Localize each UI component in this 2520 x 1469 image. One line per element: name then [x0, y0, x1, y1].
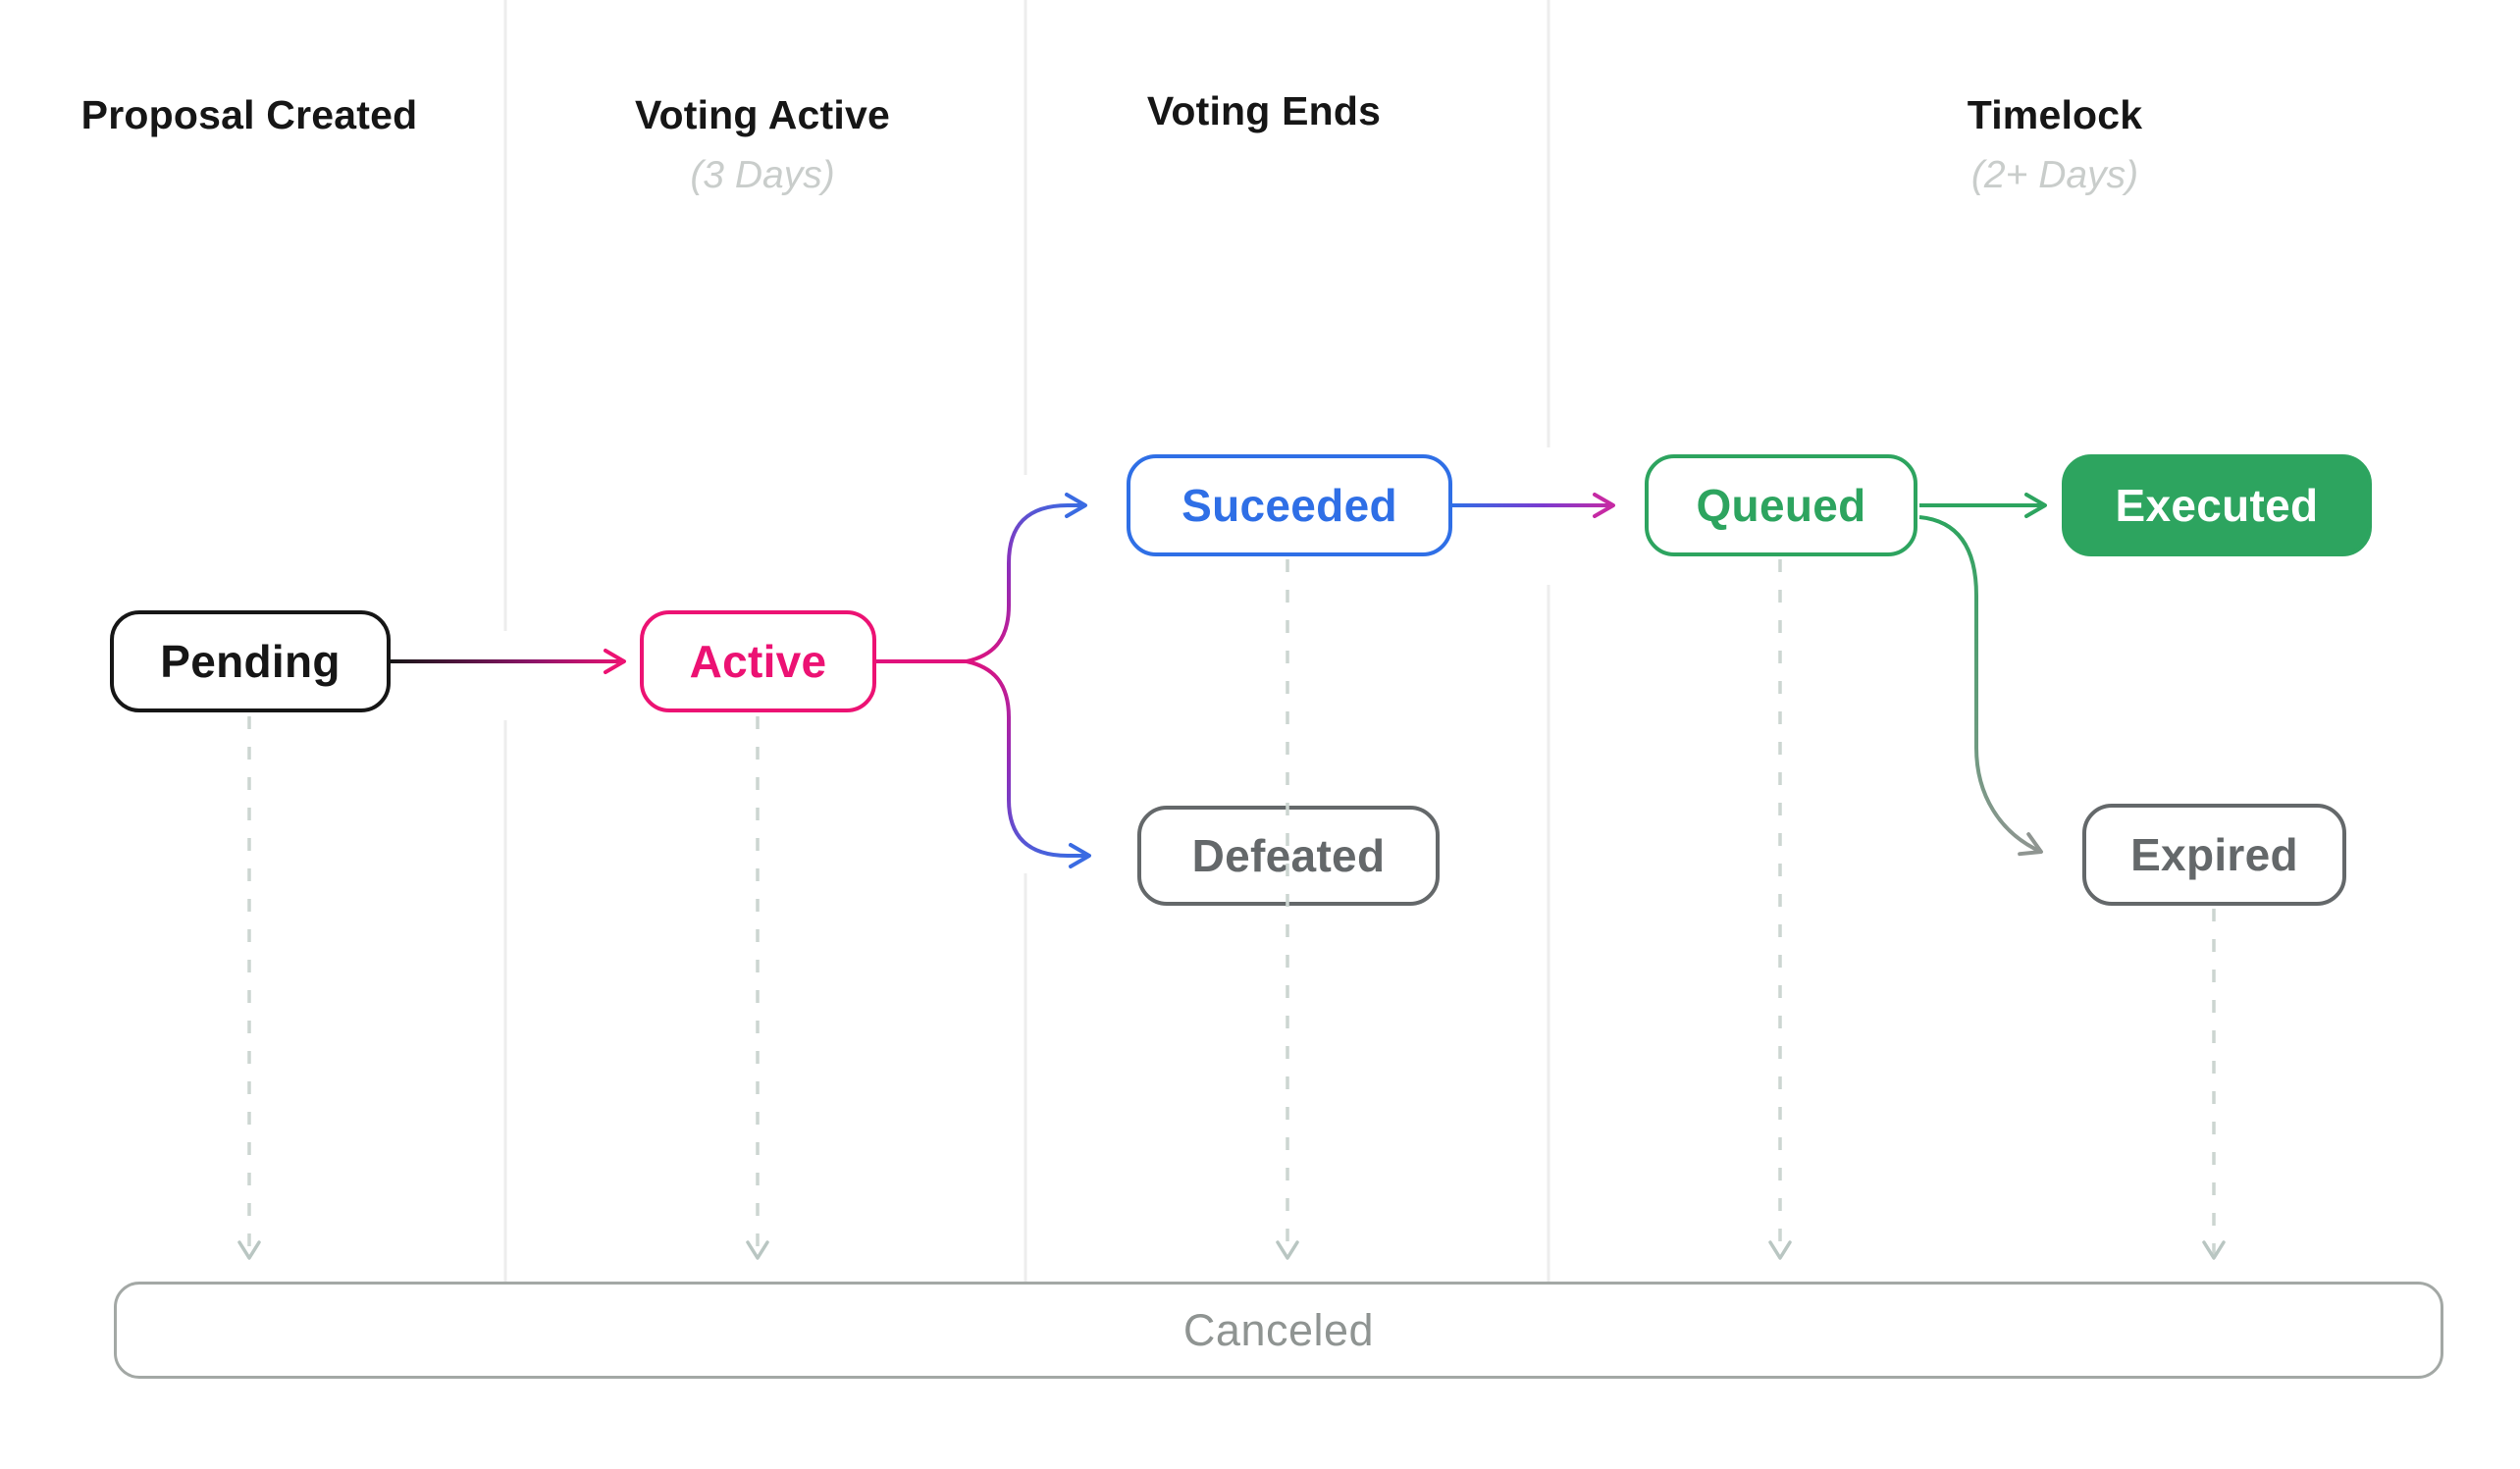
phase-title: Voting Ends: [1146, 88, 1382, 133]
node-label: Canceled: [1182, 1304, 1375, 1355]
column-header-voting-active: Voting Active (3 Days): [635, 90, 890, 198]
node-label: Active: [689, 636, 827, 687]
phase-duration: (3 Days): [690, 154, 835, 196]
node-defeated: Defeated: [1137, 806, 1440, 906]
node-active: Active: [640, 610, 876, 712]
node-succeeded: Suceeded: [1127, 454, 1452, 556]
column-header-timelock: Timelock (2+ Days): [1968, 90, 2143, 198]
node-label: Queued: [1696, 480, 1866, 531]
node-label: Pending: [160, 636, 341, 687]
phase-title: Voting Active: [634, 92, 891, 137]
column-header-proposal-created: Proposal Created: [81, 90, 418, 139]
phase-duration: (2+ Days): [1970, 154, 2139, 196]
phase-title: Timelock: [1967, 92, 2143, 137]
node-expired: Expired: [2082, 804, 2346, 906]
node-label: Executed: [2115, 480, 2319, 531]
node-label: Suceeded: [1181, 480, 1397, 531]
node-pending: Pending: [110, 610, 391, 712]
node-label: Defeated: [1191, 830, 1386, 881]
node-queued: Queued: [1645, 454, 1917, 556]
node-canceled: Canceled: [114, 1282, 2443, 1379]
column-header-voting-ends: Voting Ends: [1147, 86, 1381, 135]
phase-title: Proposal Created: [80, 92, 418, 137]
node-label: Expired: [2130, 829, 2298, 880]
node-executed: Executed: [2062, 454, 2372, 556]
